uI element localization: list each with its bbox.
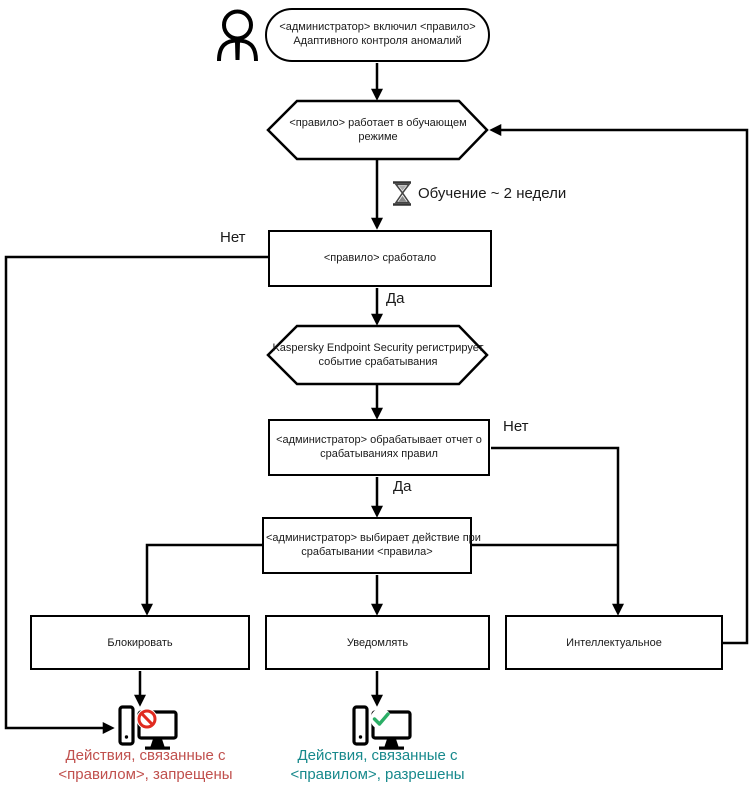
node-register-line2: событие срабатывания: [318, 356, 438, 368]
node-choose: [262, 517, 472, 574]
node-choose-text: <администратор> выбирает действие при ср…: [266, 531, 481, 559]
result-blocked-line1: Действия, связанные с: [65, 747, 226, 764]
node-register-line1: Kaspersky Endpoint Security регистрирует: [272, 342, 484, 354]
node-start-line2: Адаптивного контроля аномалий: [293, 35, 462, 47]
node-report-text: <администратор> обрабатывает отчет о сра…: [272, 433, 486, 461]
node-triggered: [268, 230, 492, 287]
node-choose-line2: срабатывании <правила>: [301, 546, 433, 558]
node-learning-hexagon: [266, 99, 489, 161]
node-action-notify: [265, 615, 490, 670]
edge-label-report-yes: Да: [393, 478, 412, 495]
node-register-hexagon: [266, 324, 489, 386]
edge-label-learning-duration: Обучение ~ 2 недели: [418, 185, 567, 202]
node-start-line1: <администратор> включил <правило>: [279, 21, 476, 33]
edge-label-report-no: Нет: [503, 418, 529, 435]
action-notify-label: Уведомлять: [267, 636, 488, 650]
computer-blocked-icon: [118, 705, 178, 750]
computer-allowed-icon: [352, 705, 412, 750]
node-start-text: <администратор> включил <правило> Адапти…: [267, 20, 488, 48]
edge-choose-to-block: [141, 543, 262, 616]
node-triggered-line1: <правило> сработало: [323, 252, 437, 264]
node-triggered-text: <правило> сработало: [270, 251, 490, 265]
hourglass-icon: [393, 181, 411, 206]
edge-triggered-no: [4, 255, 268, 734]
action-smart-label: Интеллектуальное: [507, 636, 721, 650]
node-choose-line1: <администратор> выбирает действие при: [266, 532, 481, 544]
result-allowed-line2: <правилом>, разрешены: [290, 766, 465, 783]
node-report-line2: срабатываниях правил: [320, 448, 438, 460]
person-icon: [217, 9, 258, 62]
edge-label-triggered-yes: Да: [386, 290, 405, 307]
action-block-label: Блокировать: [32, 636, 248, 650]
action-block-text: Блокировать: [107, 637, 173, 649]
node-report: [268, 419, 490, 476]
node-start: [265, 8, 490, 62]
edge-report-no: [491, 446, 624, 616]
node-learning-line2: режиме: [358, 131, 398, 143]
action-notify-text: Уведомлять: [346, 637, 409, 649]
result-blocked-text: Действия, связанные с <правилом>, запрещ…: [28, 746, 263, 784]
edge-smart-loop: [489, 124, 749, 645]
node-learning-text: <правило> работает в обучающем режиме: [283, 116, 473, 144]
result-blocked-line2: <правилом>, запрещены: [58, 766, 233, 783]
action-smart-text: Интеллектуальное: [566, 637, 662, 649]
result-allowed-text: Действия, связанные с <правилом>, разреш…: [260, 746, 495, 784]
edge-label-triggered-no: Нет: [220, 229, 246, 246]
node-register-text: Kaspersky Endpoint Security регистрирует…: [268, 341, 488, 369]
result-allowed-line1: Действия, связанные с: [297, 747, 458, 764]
node-action-smart: [505, 615, 723, 670]
node-learning-line1: <правило> работает в обучающем: [289, 117, 467, 129]
check-icon: [370, 708, 392, 730]
node-action-block: [30, 615, 250, 670]
node-report-line1: <администратор> обрабатывает отчет о: [276, 434, 482, 446]
prohibition-icon: [136, 708, 158, 730]
